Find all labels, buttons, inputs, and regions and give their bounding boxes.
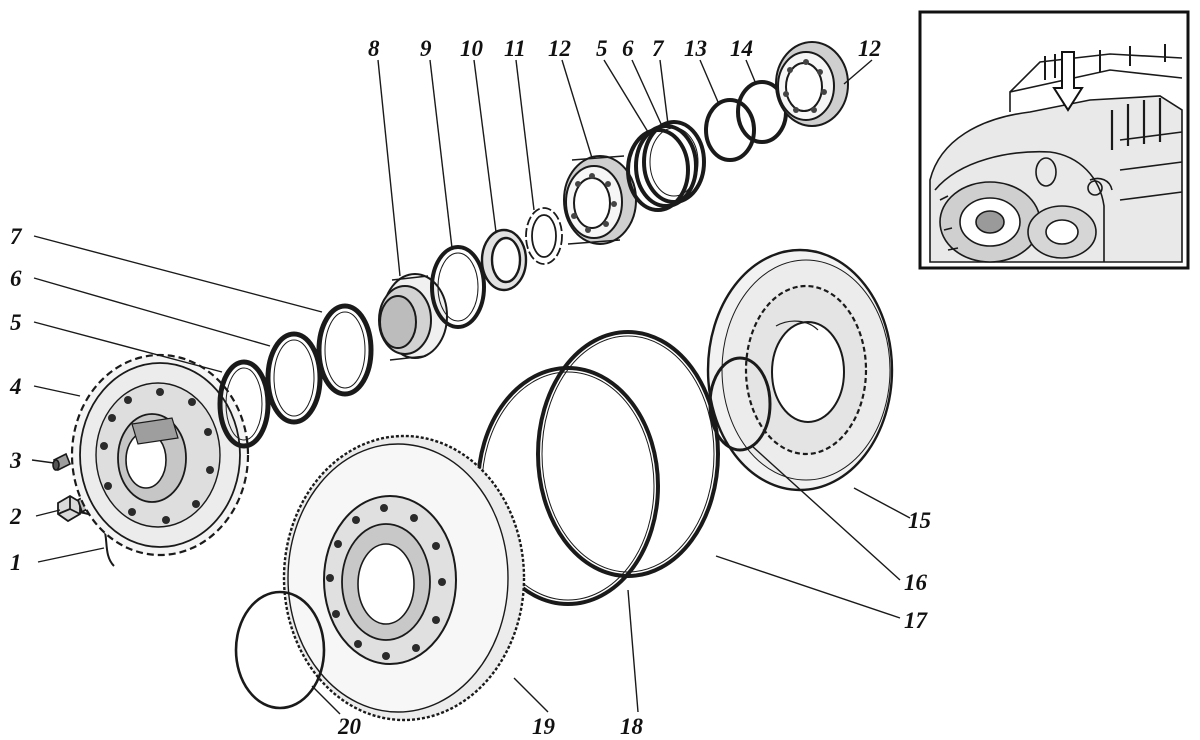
gear-bolt-holes <box>100 388 214 524</box>
part-8-sleeve <box>378 273 448 361</box>
part-15-drum <box>706 248 894 492</box>
callout-6: 6 <box>10 266 22 291</box>
callout-14: 14 <box>730 36 753 61</box>
part-20-o-ring <box>234 590 326 710</box>
part-6-ring-left <box>265 331 323 425</box>
callout-6-upper: 6 <box>622 36 634 61</box>
callout-3: 3 <box>9 448 22 473</box>
part-9-ring <box>430 245 486 329</box>
part-7-ring-left <box>316 303 374 397</box>
callout-7: 7 <box>10 224 23 249</box>
callout-12: 12 <box>548 36 571 61</box>
callout-7-upper: 7 <box>652 36 665 61</box>
callout-20: 20 <box>337 714 362 739</box>
leader-lines <box>31 59 911 715</box>
callout-18: 18 <box>620 714 644 739</box>
part-12-bearing-left <box>563 155 637 245</box>
part-11-lock-washer <box>525 207 563 265</box>
callout-5-upper: 5 <box>596 36 608 61</box>
callout-5: 5 <box>10 310 22 335</box>
part-5-6-7-ring-set-right <box>626 120 706 212</box>
callout-10: 10 <box>460 36 484 61</box>
part-4-gear <box>70 353 250 557</box>
hub-bolt-holes <box>326 504 446 660</box>
callout-19: 19 <box>532 714 556 739</box>
callout-13: 13 <box>684 36 707 61</box>
callout-9: 9 <box>420 36 432 61</box>
part-19-hub-disc <box>282 434 526 722</box>
callout-8: 8 <box>368 36 380 61</box>
location-inset <box>918 10 1190 270</box>
part-3-dowel-pin <box>52 452 72 472</box>
callout-labels: 1 2 3 4 5 6 7 8 9 10 11 12 5 6 7 13 14 1… <box>9 36 931 739</box>
part-13-ring <box>704 98 756 162</box>
part-10-retaining-ring <box>480 228 528 292</box>
part-12-bearing-right <box>775 41 849 127</box>
part-5-ring-left <box>217 359 271 449</box>
callout-12-upper: 12 <box>858 36 881 61</box>
callout-17: 17 <box>904 608 929 633</box>
callout-1: 1 <box>10 550 22 575</box>
callout-4: 4 <box>9 374 22 399</box>
callout-15: 15 <box>908 508 931 533</box>
down-arrow-icon <box>1052 51 1084 112</box>
callout-2: 2 <box>9 504 22 529</box>
callout-16: 16 <box>904 570 928 595</box>
callout-11: 11 <box>504 36 526 61</box>
transmission-housing-sketch <box>929 44 1183 263</box>
